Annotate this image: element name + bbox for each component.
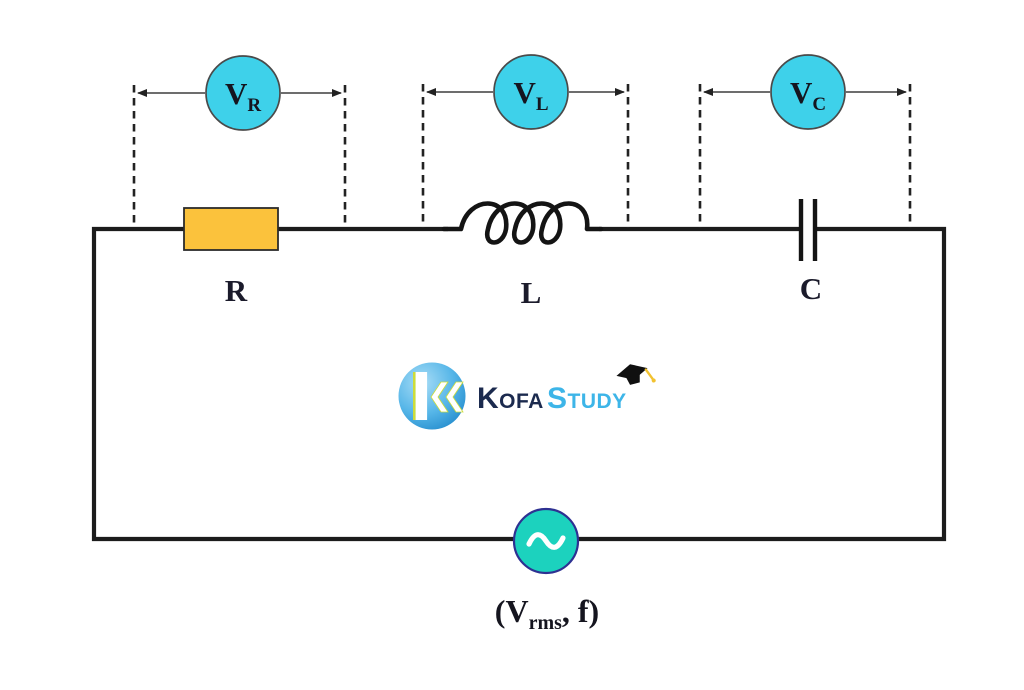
voltmeter-vc: VC bbox=[770, 54, 846, 130]
resistor: R bbox=[183, 207, 279, 308]
source-label: (Vrms, f) bbox=[495, 593, 599, 634]
logo-k-accent bbox=[413, 372, 416, 420]
vc-meter-label: VC bbox=[790, 75, 826, 115]
inductor: L bbox=[441, 201, 604, 310]
voltmeter-vl: VL bbox=[493, 54, 569, 130]
voltmeter-vr: VR bbox=[205, 55, 281, 131]
resistor-body bbox=[183, 207, 279, 251]
logo-k-bar bbox=[415, 372, 428, 420]
graduation-cap-icon bbox=[616, 364, 656, 385]
logo-word-study: Study bbox=[547, 382, 627, 415]
resistor-label: R bbox=[225, 273, 248, 308]
vr-meter-circle bbox=[205, 55, 281, 131]
logo-chevron-1 bbox=[430, 381, 449, 413]
logo-chevron-2 bbox=[445, 381, 464, 413]
logo-word-kofa: Kofa bbox=[477, 382, 544, 415]
vr-meter-label: VR bbox=[225, 76, 261, 116]
inductor-coil bbox=[441, 201, 604, 245]
ac-sine-icon bbox=[526, 532, 566, 550]
ac-source: (Vrms, f) bbox=[495, 507, 599, 634]
vl-meter-circle bbox=[493, 54, 569, 130]
inductor-label: L bbox=[521, 275, 542, 310]
vl-meter-label: VL bbox=[513, 75, 548, 115]
vc-meter-circle bbox=[770, 54, 846, 130]
kofastudy-logo: Kofa Study bbox=[398, 362, 656, 430]
capacitor: C bbox=[798, 199, 822, 306]
capacitor-label: C bbox=[800, 271, 822, 306]
